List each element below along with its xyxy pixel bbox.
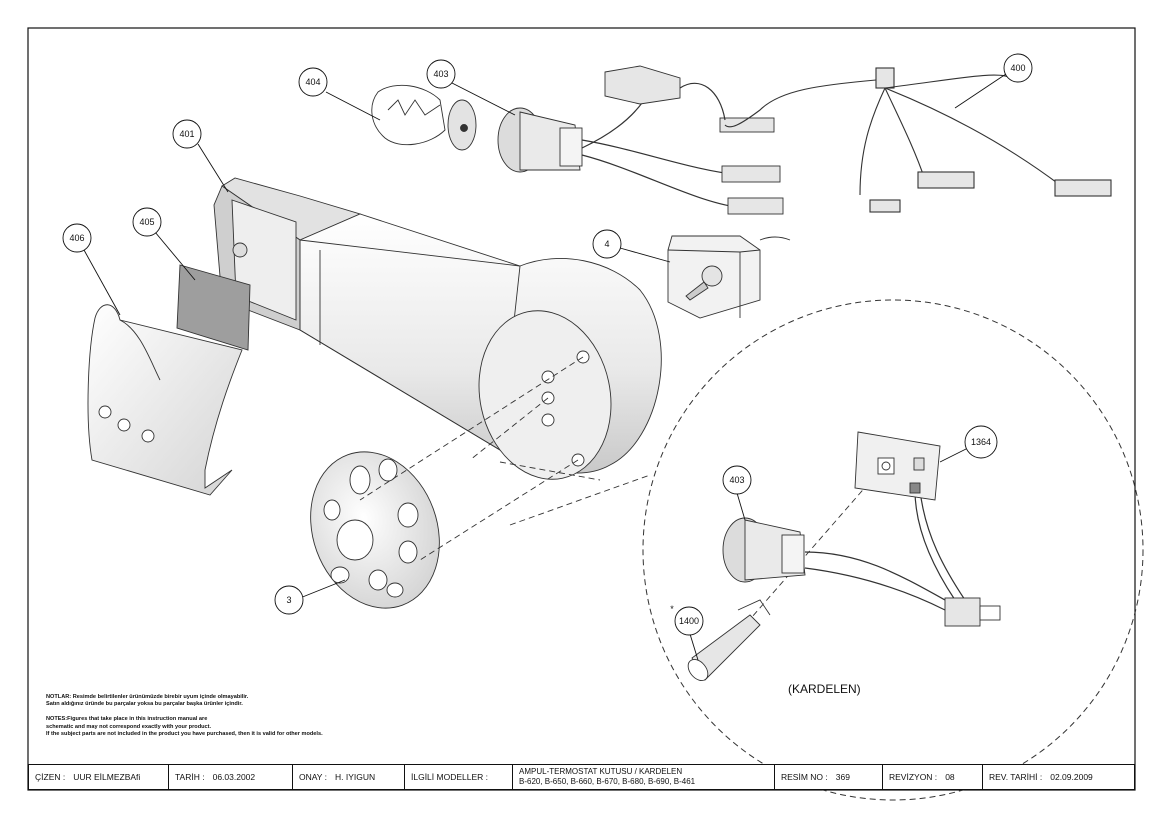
notes-tr-line-2: Satın aldığınız üründe bu parçalar yoksa… <box>46 701 243 708</box>
callout-label-403: 403 <box>433 69 448 79</box>
callout-bubble-401 <box>172 119 202 149</box>
approved-cell: ONAY : H. IYIGUN <box>293 765 405 789</box>
approved-value: H. IYIGUN <box>335 772 376 782</box>
title-block: ÇİZEN : UUR EİLMEZBAfi TARİH : 06.03.200… <box>28 764 1135 790</box>
callout-bubble-4 <box>592 229 622 259</box>
drawing-title-cell: AMPUL-TERMOSTAT KUTUSU / KARDELEN B-620,… <box>513 765 775 789</box>
notes-tr-line-1: NOTLAR: Resimde belirtilenler ürünümüzde… <box>46 694 249 700</box>
callout-bubble-405 <box>132 207 162 237</box>
callout-label-1364: 1364 <box>971 437 991 447</box>
sheet-border <box>27 27 1136 791</box>
callout-bubble-400 <box>1003 53 1033 83</box>
asterisk-mark: * <box>670 604 674 614</box>
dome-diffuser-3 <box>310 451 440 609</box>
date-label: TARİH : <box>175 772 205 782</box>
revision-cell: REVİZYON : 08 <box>883 765 983 789</box>
thermostat-4 <box>667 235 791 319</box>
drawn-by-label: ÇİZEN : <box>35 772 66 782</box>
callout-label-3: 3 <box>286 595 291 605</box>
drawn-by-cell: ÇİZEN : UUR EİLMEZBAfi <box>29 765 169 789</box>
notes-en-line-3: If the subject parts are not included in… <box>46 730 323 737</box>
revision-date-label: REV. TARİHİ : <box>989 772 1043 782</box>
callout-labels: 404 403 401 400 406 405 4 3 1364 403 140… <box>69 63 1025 626</box>
detail-circle-kardelen <box>642 299 1144 801</box>
revision-label: REVİZYON : <box>889 772 938 782</box>
notes-en-line-2: schematic and may not correspond exactly… <box>46 723 212 730</box>
callout-label-4: 4 <box>604 239 609 249</box>
revision-value: 08 <box>945 772 955 782</box>
notes-en-line-1: NOTES:Figures that take place in this in… <box>46 716 208 723</box>
callout-label-1400: 1400 <box>679 616 699 626</box>
callouts <box>62 53 1033 661</box>
part-1400 <box>687 599 771 681</box>
front-cover-406 <box>87 304 243 496</box>
detail-label-kardelen: (KARDELEN) <box>788 682 861 696</box>
drawing-no-value: 369 <box>835 772 850 782</box>
wiring-harness-400 <box>724 67 1112 213</box>
callout-label-405: 405 <box>139 217 154 227</box>
bulb-404 <box>371 84 477 151</box>
models-label: İLGİLİ MODELLER : <box>411 772 488 782</box>
revision-date-cell: REV. TARİHİ : 02.09.2009 <box>983 765 1134 789</box>
callout-bubble-403b <box>722 465 752 495</box>
callout-bubble-406 <box>62 223 92 253</box>
callout-label-401: 401 <box>179 129 194 139</box>
callout-label-406: 406 <box>69 233 84 243</box>
callout-bubble-1364 <box>964 425 998 459</box>
approved-label: ONAY : <box>299 772 328 782</box>
lamp-holder-403 <box>497 65 784 215</box>
housing-401 <box>213 177 662 480</box>
drawn-by-value: UUR EİLMEZBAfi <box>73 772 141 782</box>
pcb-1364 <box>854 431 941 501</box>
callout-bubble-403 <box>426 59 456 89</box>
drawing-no-label: RESİM NO : <box>781 772 828 782</box>
revision-date-value: 02.09.2009 <box>1050 772 1093 782</box>
callout-bubble-404 <box>298 67 328 97</box>
drawing-no-cell: RESİM NO : 369 <box>775 765 883 789</box>
callout-bubble-3 <box>274 585 304 615</box>
callout-label-403b: 403 <box>729 475 744 485</box>
callout-bubble-1400 <box>674 606 704 636</box>
callout-label-400: 400 <box>1010 63 1025 73</box>
assembly-lines <box>359 356 883 626</box>
plate-405 <box>176 264 251 351</box>
notes-block: NOTLAR: Resimde belirtilenler ürünümüzde… <box>46 694 466 738</box>
drawing-title-line-2: B-620, B-650, B-660, B-670, B-680, B-690… <box>519 777 696 786</box>
callout-label-404: 404 <box>305 77 320 87</box>
detail-lamp-holder-403 <box>722 489 1001 627</box>
date-cell: TARİH : 06.03.2002 <box>169 765 293 789</box>
models-label-cell: İLGİLİ MODELLER : <box>405 765 513 789</box>
date-value: 06.03.2002 <box>212 772 256 782</box>
drawing-title-line-1: AMPUL-TERMOSTAT KUTUSU / KARDELEN <box>519 767 683 776</box>
